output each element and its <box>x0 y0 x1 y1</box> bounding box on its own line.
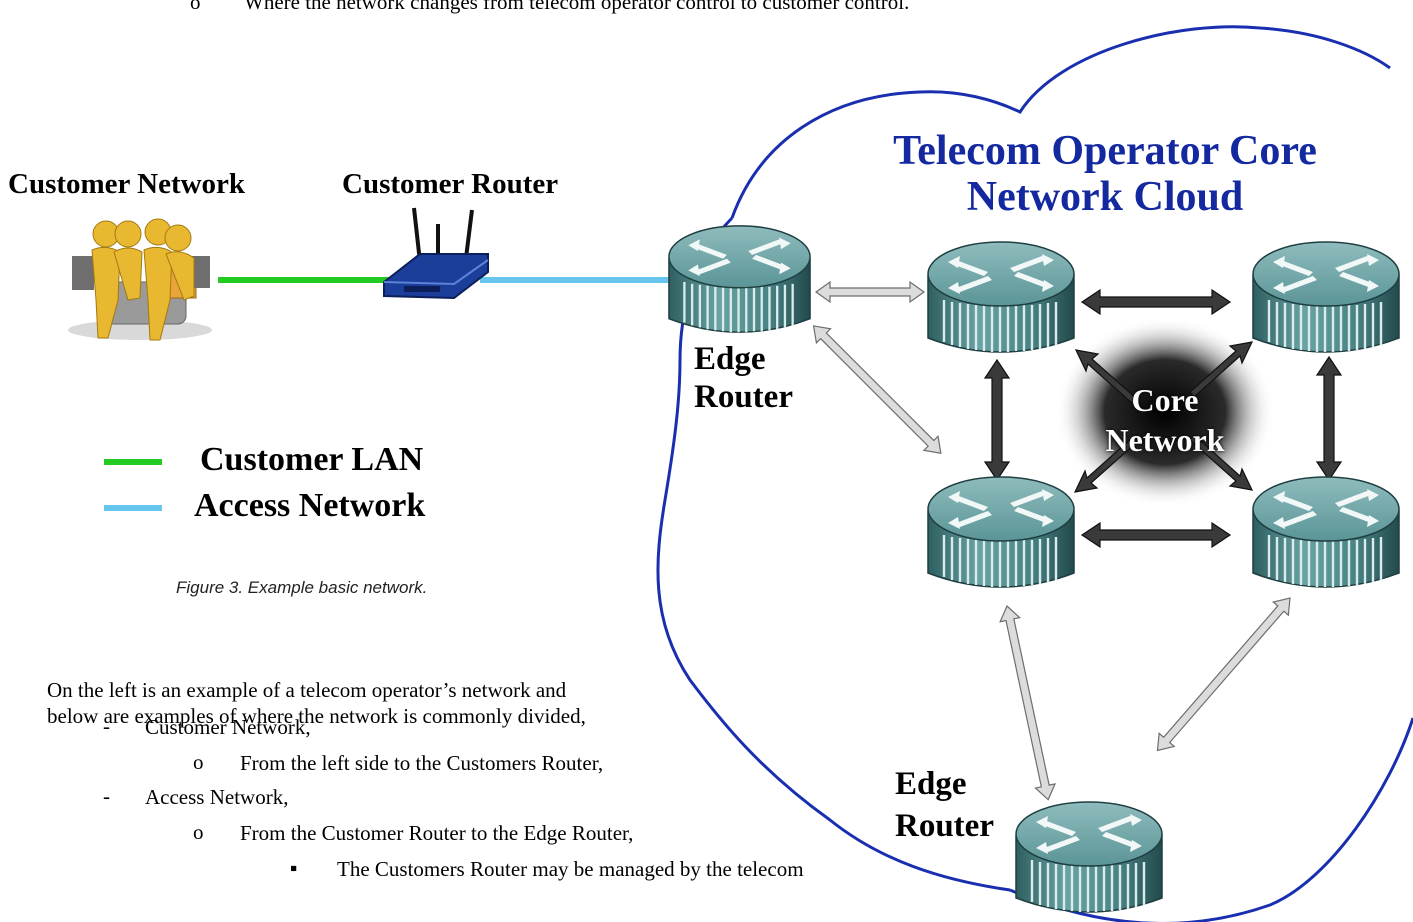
edge-router-label-top: Edge Router <box>694 341 793 415</box>
list-item-customer-network: Customer Network, <box>145 715 311 739</box>
top-text-line: Where the network changes from telecom o… <box>244 0 910 14</box>
list-marker-dash: - <box>103 784 110 808</box>
core-router-top-left <box>926 240 1076 354</box>
core-cloud-outline <box>656 25 1413 922</box>
arrow-core-diag-sw <box>1073 436 1138 493</box>
customer-router-label: Customer Router <box>342 168 559 200</box>
gray-arrows <box>812 280 1291 801</box>
arrow-core-diag-se <box>1189 434 1254 491</box>
arrow-core-left <box>983 358 1011 482</box>
core-network-label: Core Network <box>1105 382 1225 458</box>
cloud-title: Telecom Operator Core Network Cloud <box>893 128 1317 220</box>
list-marker-dash: - <box>103 714 110 738</box>
arrow-core-to-bottom-edge-right <box>1156 597 1291 752</box>
top-bullet-marker: o <box>190 0 201 14</box>
list-marker-circle: o <box>193 750 204 774</box>
edge-router-label-bottom: Edge Router <box>895 766 994 844</box>
arrow-core-right <box>1315 355 1343 482</box>
edge-router-bottom <box>1014 800 1164 914</box>
list-marker-circle: o <box>193 820 204 844</box>
list-item-managed-router: The Customers Router may be managed by t… <box>337 857 804 881</box>
figure-caption: Figure 3. Example basic network. <box>176 578 428 597</box>
edge-router-top <box>667 224 812 334</box>
dark-arrows <box>983 288 1343 549</box>
body-intro-line-2: below are examples of where the network … <box>47 704 586 728</box>
list-item-access-network: Access Network, <box>145 785 289 809</box>
arrow-core-diag-nw <box>1074 349 1139 406</box>
core-router-bottom-right <box>1251 475 1401 589</box>
body-intro-line-1: On the left is an example of a telecom o… <box>47 678 567 702</box>
arrow-core-to-bottom-edge-left <box>999 604 1057 801</box>
list-item-access-network-detail: From the Customer Router to the Edge Rou… <box>240 821 634 845</box>
legend-label-access-network: Access Network <box>194 487 426 524</box>
list-marker-square: ▪ <box>290 856 298 880</box>
wireless-router-icon <box>383 207 489 300</box>
arrow-edge-to-core-lower <box>812 325 942 454</box>
core-router-top-right <box>1251 240 1401 354</box>
legend-label-customer-lan: Customer LAN <box>200 441 424 478</box>
arrow-core-diag-ne <box>1189 341 1254 398</box>
arrow-edge-to-core <box>814 280 926 304</box>
arrow-core-bottom <box>1080 521 1232 549</box>
core-router-bottom-left <box>926 475 1076 589</box>
arrow-core-top <box>1080 288 1232 316</box>
list-item-customer-network-detail: From the left side to the Customers Rout… <box>240 751 604 775</box>
customer-network-icon <box>68 218 212 341</box>
customer-network-label: Customer Network <box>8 168 246 200</box>
